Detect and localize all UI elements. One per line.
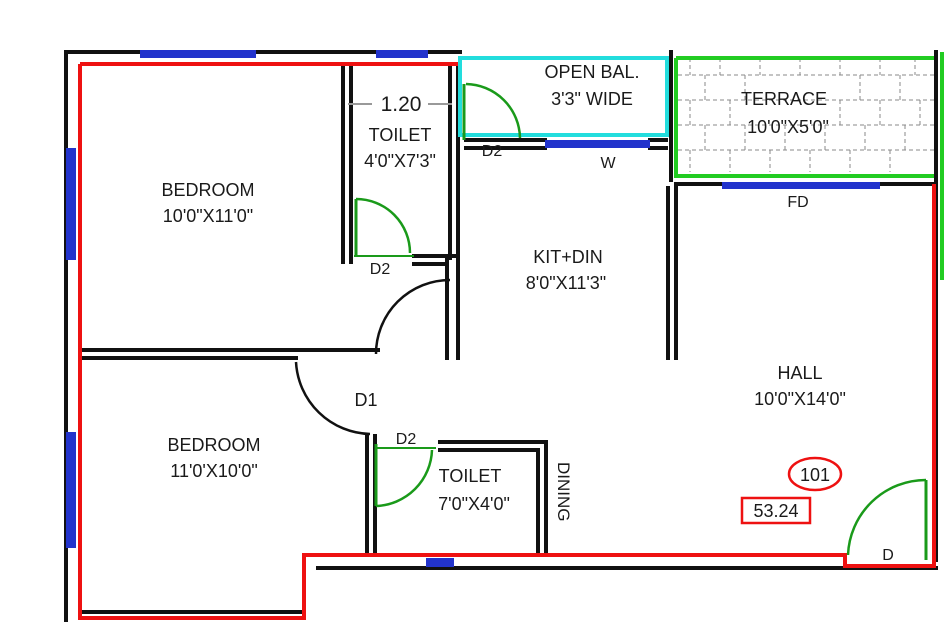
dimension-label: 1.20 — [381, 93, 422, 116]
door-code-toilet2: D2 — [396, 431, 417, 448]
open-balcony-name: OPEN BAL. — [544, 62, 639, 82]
balcony-outline — [458, 56, 669, 137]
unit-number-circle — [787, 456, 843, 492]
area-value: 53.24 — [753, 501, 798, 521]
terrace-size: 10'0"X5'0" — [747, 117, 829, 137]
terrace-name: TERRACE — [741, 89, 827, 109]
hall-name: HALL — [777, 363, 822, 383]
door-code-bedroom: D1 — [354, 390, 377, 410]
area-box — [740, 496, 812, 525]
bedroom1-size: 10'0"X11'0" — [163, 206, 253, 226]
doors — [294, 82, 928, 560]
toilet1-size: 4'0"X7'3" — [364, 151, 436, 171]
window-code-kitchen: W — [600, 155, 616, 172]
hall-size: 10'0"X14'0" — [754, 389, 846, 409]
terrace-outline — [674, 52, 944, 280]
unit-number: 101 — [800, 465, 830, 485]
bedroom2-size: 11'0'X10'0" — [170, 461, 257, 481]
windows-blue — [66, 50, 880, 567]
toilet2-size: 7'0"X4'0" — [438, 494, 510, 514]
dining-label: DINING — [554, 462, 573, 522]
bedroom1-name: BEDROOM — [161, 180, 254, 200]
toilet1-name: TOILET — [369, 125, 432, 145]
window-code-hall: FD — [787, 194, 808, 211]
toilet2-name: TOILET — [439, 466, 502, 486]
bedroom2-name: BEDROOM — [167, 435, 260, 455]
open-balcony-size: 3'3" WIDE — [551, 89, 633, 109]
door-code-balcony: D2 — [482, 143, 503, 160]
door-code-toilet1: D2 — [370, 261, 391, 278]
door-code-main: D — [882, 547, 894, 564]
walls — [64, 50, 938, 622]
terrace-tiles — [678, 58, 934, 172]
unit-boundary-outline — [78, 62, 936, 620]
kitchen-dining-size: 8'0"X11'3" — [526, 273, 606, 293]
kitchen-dining-name: KIT+DIN — [533, 247, 603, 267]
